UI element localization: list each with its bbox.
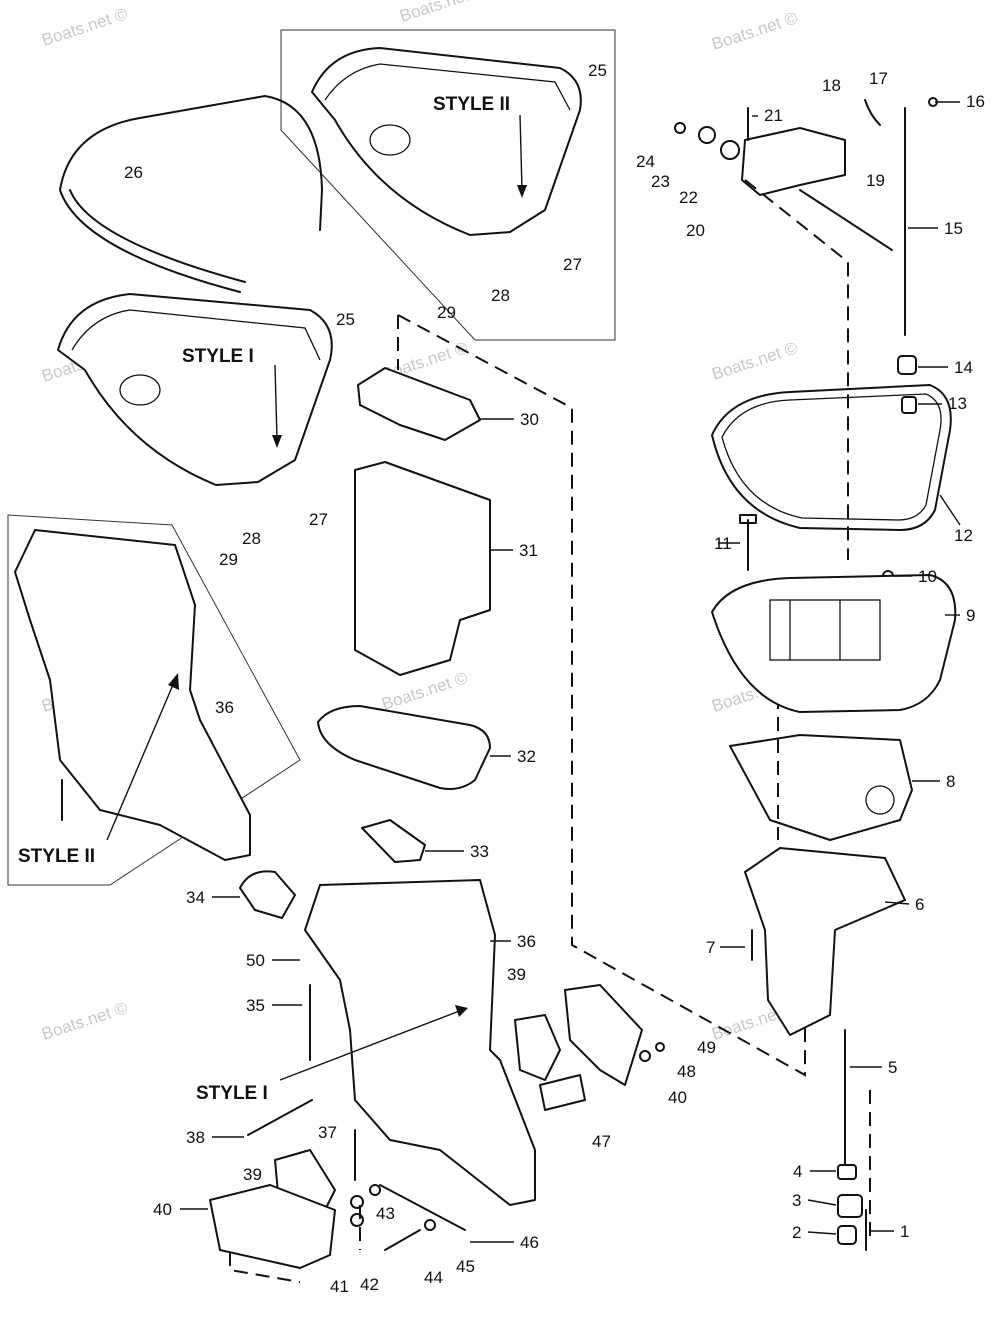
callout-38: 38	[186, 1128, 205, 1147]
callout-33: 33	[470, 842, 489, 861]
part-36-housing-style-ii	[14, 529, 251, 861]
part-26-seal-strip	[59, 95, 323, 293]
part-36-driveshaft-housing	[304, 879, 536, 1206]
part-31	[354, 461, 491, 676]
part-40-lower	[209, 1184, 336, 1269]
callout-43: 43	[376, 1204, 395, 1223]
callout-20: 20	[686, 221, 705, 240]
callout-27: 27	[309, 510, 328, 529]
callout-21: 21	[764, 106, 783, 125]
style-label-inset: STYLE II	[18, 846, 95, 867]
callout-2: 2	[792, 1223, 801, 1242]
arrows	[106, 114, 527, 1081]
callout-45: 45	[456, 1257, 475, 1276]
callout-30: 30	[520, 410, 539, 429]
callout-32: 32	[517, 747, 536, 766]
callout-39: 39	[243, 1165, 262, 1184]
part-47	[539, 1074, 586, 1111]
callout-37: 37	[318, 1123, 337, 1142]
part-38-pin	[247, 1099, 313, 1136]
part-40	[564, 984, 643, 1086]
part-32-gasket	[317, 705, 491, 790]
part-44-bolt	[384, 1229, 421, 1251]
callout-11: 11	[714, 534, 732, 553]
callout-34: 34	[186, 888, 205, 907]
callout-40: 40	[668, 1088, 687, 1107]
watermark: Boats.net ©	[709, 8, 800, 54]
watermark: Boats.net ©	[39, 4, 130, 50]
part-12-gasket	[711, 384, 952, 531]
callout-36: 36	[517, 932, 536, 951]
callout-22: 22	[679, 188, 698, 207]
callout-14: 14	[954, 358, 973, 377]
callout-48: 48	[677, 1062, 696, 1081]
part-34	[239, 870, 296, 919]
style-label-top: STYLE II	[433, 94, 510, 115]
callout-50: 50	[246, 951, 265, 970]
callout-17: 17	[869, 69, 888, 88]
watermark: Boats.net ©	[397, 0, 488, 26]
callout-40: 40	[153, 1200, 172, 1219]
callout-31: 31	[519, 541, 538, 560]
callout-16: 16	[966, 92, 985, 111]
callout-27: 27	[563, 255, 582, 274]
part-25-cowl-style-i	[57, 293, 333, 486]
callout-44: 44	[424, 1268, 443, 1287]
watermark: Boats.net ©	[379, 668, 470, 714]
part-8-gasket	[729, 734, 913, 841]
callout-4: 4	[793, 1162, 802, 1181]
callout-36: 36	[215, 698, 234, 717]
part-30	[357, 367, 481, 441]
part-9-adapter-plate	[711, 574, 957, 713]
callout-46: 46	[520, 1233, 539, 1252]
callout-47: 47	[592, 1132, 611, 1151]
part-46-strap	[379, 1184, 466, 1231]
callout-28: 28	[491, 286, 510, 305]
callout-29: 29	[219, 550, 238, 569]
part-25-cowl-style-ii	[311, 47, 582, 236]
style-label-mid: STYLE I	[182, 346, 254, 367]
part-20-bracket	[741, 127, 846, 196]
callout-26: 26	[124, 163, 143, 182]
callout-35: 35	[246, 996, 265, 1015]
callout-49: 49	[697, 1038, 716, 1057]
callout-10: 10	[918, 567, 937, 586]
watermark: Boats.net ©	[709, 338, 800, 384]
callout-39: 39	[507, 965, 526, 984]
callout-28: 28	[242, 529, 261, 548]
part-19-bolt	[799, 189, 893, 251]
callout-8: 8	[946, 772, 955, 791]
leader-lines	[180, 101, 961, 1243]
callout-24: 24	[636, 152, 655, 171]
callout-5: 5	[888, 1058, 897, 1077]
part-6-housing-top	[744, 847, 906, 1036]
callout-41: 41	[330, 1277, 349, 1296]
watermark: Boats.net ©	[39, 998, 130, 1044]
callout-13: 13	[948, 394, 967, 413]
callout-19: 19	[866, 171, 885, 190]
part-33	[361, 819, 426, 863]
callout-7: 7	[706, 938, 715, 957]
callout-15: 15	[944, 219, 963, 238]
part-39	[514, 1014, 561, 1081]
callout-12: 12	[954, 526, 973, 545]
callout-18: 18	[822, 76, 841, 95]
style-label-bottom: STYLE I	[196, 1083, 268, 1104]
callout-25: 25	[336, 310, 355, 329]
style-ii-inset-frame-top	[280, 29, 616, 341]
callout-1: 1	[900, 1222, 909, 1241]
callout-3: 3	[792, 1191, 801, 1210]
callout-42: 42	[360, 1275, 379, 1294]
callout-23: 23	[651, 172, 670, 191]
callout-25: 25	[588, 61, 607, 80]
callout-9: 9	[966, 606, 975, 625]
callout-29: 29	[437, 303, 456, 322]
callout-6: 6	[915, 895, 924, 914]
